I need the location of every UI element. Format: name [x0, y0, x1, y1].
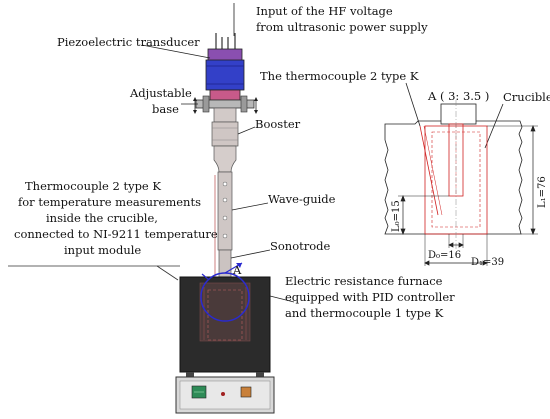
furnace-leg-left — [186, 372, 194, 378]
label-tc2-2: for temperature measurements — [18, 195, 201, 209]
label-furnace-2: equipped with PID controller — [285, 290, 455, 304]
power-switch — [240, 386, 252, 398]
dimension-lines — [398, 125, 538, 266]
label-dim-l1: L₁=76 — [537, 176, 548, 208]
furnace-leg-right — [256, 372, 264, 378]
label-furnace-3: and thermocouple 1 type K — [285, 306, 444, 320]
label-booster: Booster — [255, 117, 301, 131]
wave-guide — [217, 171, 233, 251]
label-crucible: Crucible — [503, 90, 550, 104]
label-dim-l0: L₀=15 — [391, 200, 402, 232]
hf-wires — [215, 33, 236, 49]
detail-marker-a: A — [232, 263, 242, 277]
tc2-detail-leader — [405, 82, 421, 127]
piezo-transducer — [205, 48, 245, 101]
label-adjustable-1: Adjustable — [129, 86, 192, 100]
label-detail-scale: A ( 3: 3.5 ) — [427, 89, 489, 103]
adjustable-base — [193, 95, 258, 114]
booster — [211, 107, 239, 173]
label-tc2-4: connected to NI-9211 temperature — [14, 227, 218, 241]
label-tc2-detail: The thermocouple 2 type K — [260, 69, 419, 83]
tc2-leader-diagonal — [156, 265, 179, 281]
label-hf-input-2: from ultrasonic power supply — [256, 20, 428, 34]
label-leaders — [141, 44, 295, 303]
pid-controller-box — [175, 376, 275, 414]
furnace — [179, 276, 271, 373]
detail-circle-a — [200, 262, 250, 322]
label-tc2-5: input module — [64, 243, 141, 257]
label-piezo-transducer: Piezoelectric transducer — [57, 35, 200, 49]
label-tc2-1: Thermocouple 2 type K — [25, 179, 161, 193]
label-wave-guide: Wave-guide — [268, 192, 336, 206]
label-sonotrode: Sonotrode — [270, 239, 331, 253]
label-dim-d0: D₀=16 — [428, 250, 461, 261]
indicator-led — [221, 392, 225, 396]
label-adjustable-2: base — [152, 102, 179, 116]
label-dim-d1: D₁=39 — [471, 257, 504, 268]
label-hf-input-1: Input of the HF voltage — [256, 4, 393, 18]
label-tc2-3: inside the crucible, — [46, 211, 158, 225]
detail-section-view — [384, 100, 523, 250]
label-furnace-1: Electric resistance furnace — [285, 274, 443, 288]
